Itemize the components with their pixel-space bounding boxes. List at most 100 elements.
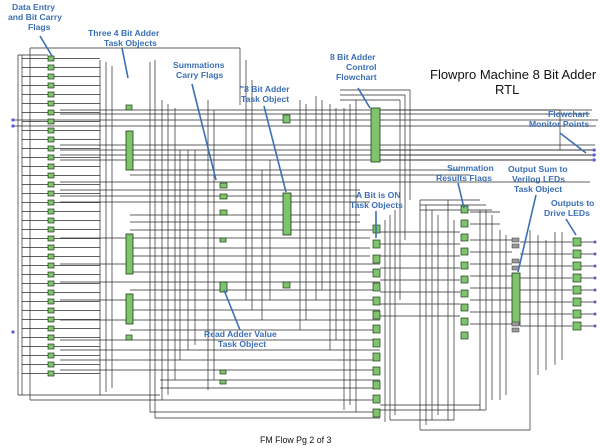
- four-bit-adder-task-object-1: [125, 130, 134, 171]
- summation-results-flag: [460, 331, 469, 340]
- data-entry-flag: [47, 163, 55, 170]
- footer-page-label: FM Flow Pg 2 of 3: [260, 435, 331, 445]
- label-summations-carry-line1: Summations: [173, 60, 225, 70]
- a-bit-on-task-object: [372, 282, 381, 292]
- summation-results-flag: [460, 275, 469, 284]
- label-data-entry-line2: and Bit Carry: [8, 12, 62, 22]
- data-entry-flag: [47, 343, 55, 350]
- output-led-driver: [572, 297, 582, 307]
- a-bit-on-task-object: [372, 394, 381, 404]
- data-entry-flag: [47, 298, 55, 305]
- eight-bit-adder-control-flowchart: [370, 107, 381, 163]
- summation-carry-flag: [219, 209, 228, 216]
- data-entry-flag: [47, 235, 55, 242]
- label-summation-results-line2: Results Flags: [436, 173, 492, 183]
- label-eight-bit-control-line1: 8 Bit Adder: [330, 52, 376, 62]
- data-entry-flag: [47, 172, 55, 179]
- eight-bit-adder-task-object: [282, 192, 292, 236]
- label-outputs-drive-line2: Drive LEDs: [544, 208, 590, 218]
- summation-results-flag: [460, 303, 469, 312]
- task-object-blocks: [47, 55, 582, 418]
- small-flag: [282, 281, 291, 289]
- a-bit-on-task-object: [372, 366, 381, 376]
- label-eight-bit-task-line2: Task Object: [241, 94, 289, 104]
- label-a-bit-on: A Bit is ON Task Objects: [350, 190, 403, 210]
- data-entry-flag: [47, 73, 55, 80]
- output-led-driver: [572, 249, 582, 259]
- data-entry-flag: [47, 208, 55, 215]
- output-led-driver: [572, 261, 582, 271]
- data-entry-flag: [47, 307, 55, 314]
- summation-results-flag: [460, 219, 469, 228]
- a-bit-on-task-object: [372, 408, 381, 418]
- small-flag-gray: [511, 237, 520, 243]
- label-eight-bit-task: "8 Bit Adder Task Object: [240, 84, 290, 104]
- summation-carry-flag: [219, 182, 228, 189]
- data-entry-flag: [47, 64, 55, 71]
- label-data-entry-line3: Flags: [28, 22, 51, 32]
- data-entry-flag: [47, 253, 55, 260]
- output-sum-task-object: [511, 272, 521, 326]
- data-entry-flag: [47, 244, 55, 251]
- label-eight-bit-control: 8 Bit Adder Control Flowchart: [330, 52, 377, 82]
- title-line2: RTL: [495, 82, 519, 97]
- summation-results-flag: [460, 289, 469, 298]
- a-bit-on-task-object: [372, 380, 381, 390]
- small-flag: [219, 369, 227, 375]
- label-summation-results: Summation Results Flags: [436, 163, 494, 183]
- a-bit-on-task-object: [372, 338, 381, 348]
- label-summations-carry: Summations Carry Flags: [173, 60, 225, 80]
- data-entry-flag: [47, 325, 55, 332]
- small-flag: [282, 114, 291, 124]
- wire-mesh: [12, 47, 598, 431]
- data-entry-flag: [47, 361, 55, 368]
- four-bit-adder-task-object-2: [125, 233, 134, 275]
- label-three-4bit-line2: Task Objects: [104, 38, 157, 48]
- data-entry-flag: [47, 91, 55, 98]
- a-bit-on-task-object: [372, 352, 381, 362]
- data-entry-flag: [47, 334, 55, 341]
- label-output-sum: Output Sum to Verilog LEDs Task Object: [508, 164, 568, 194]
- small-flag: [125, 334, 133, 341]
- label-eight-bit-control-line3: Flowchart: [336, 72, 377, 82]
- label-flowchart-monitor-line2: Monitor Points: [529, 119, 589, 129]
- a-bit-on-task-object: [372, 324, 381, 334]
- data-entry-flag: [47, 280, 55, 287]
- data-entry-flag: [47, 127, 55, 134]
- data-entry-flag: [47, 181, 55, 188]
- small-flag: [219, 237, 227, 243]
- a-bit-on-task-object: [372, 239, 381, 249]
- label-a-bit-on-line1: A Bit is ON: [356, 190, 401, 200]
- label-output-sum-line2: Verilog LEDs: [512, 174, 565, 184]
- label-summation-results-line1: Summation: [447, 163, 494, 173]
- small-flag-gray: [511, 327, 520, 333]
- small-flag-gray: [511, 258, 520, 264]
- summation-carry-flag: [219, 193, 228, 200]
- data-entry-flag: [47, 109, 55, 116]
- small-flag-gray: [511, 243, 520, 249]
- label-flowchart-monitor: Flowchart Monitor Points: [529, 109, 589, 129]
- data-entry-flag: [47, 145, 55, 152]
- small-flag: [219, 379, 227, 385]
- data-entry-flag: [47, 190, 55, 197]
- label-read-adder-line1: Read Adder Value: [204, 329, 277, 339]
- output-led-driver: [572, 237, 582, 247]
- label-data-entry: Data Entry and Bit Carry Flags: [8, 2, 62, 32]
- output-led-driver: [572, 321, 582, 331]
- data-entry-flag: [47, 100, 55, 107]
- data-entry-flag: [47, 271, 55, 278]
- read-adder-value-task-object: [219, 281, 228, 293]
- a-bit-on-task-object: [372, 268, 381, 278]
- output-led-driver: [572, 273, 582, 283]
- output-led-driver: [572, 309, 582, 319]
- io-ports: [11, 118, 597, 334]
- title-line1: Flowpro Machine 8 Bit Adder: [430, 67, 597, 82]
- data-entry-flag: [47, 226, 55, 233]
- data-entry-flag: [47, 370, 55, 377]
- label-output-sum-line3: Task Object: [514, 184, 562, 194]
- summation-results-flag: [460, 247, 469, 256]
- label-output-sum-line1: Output Sum to: [508, 164, 568, 174]
- four-bit-adder-task-object-3: [125, 293, 134, 325]
